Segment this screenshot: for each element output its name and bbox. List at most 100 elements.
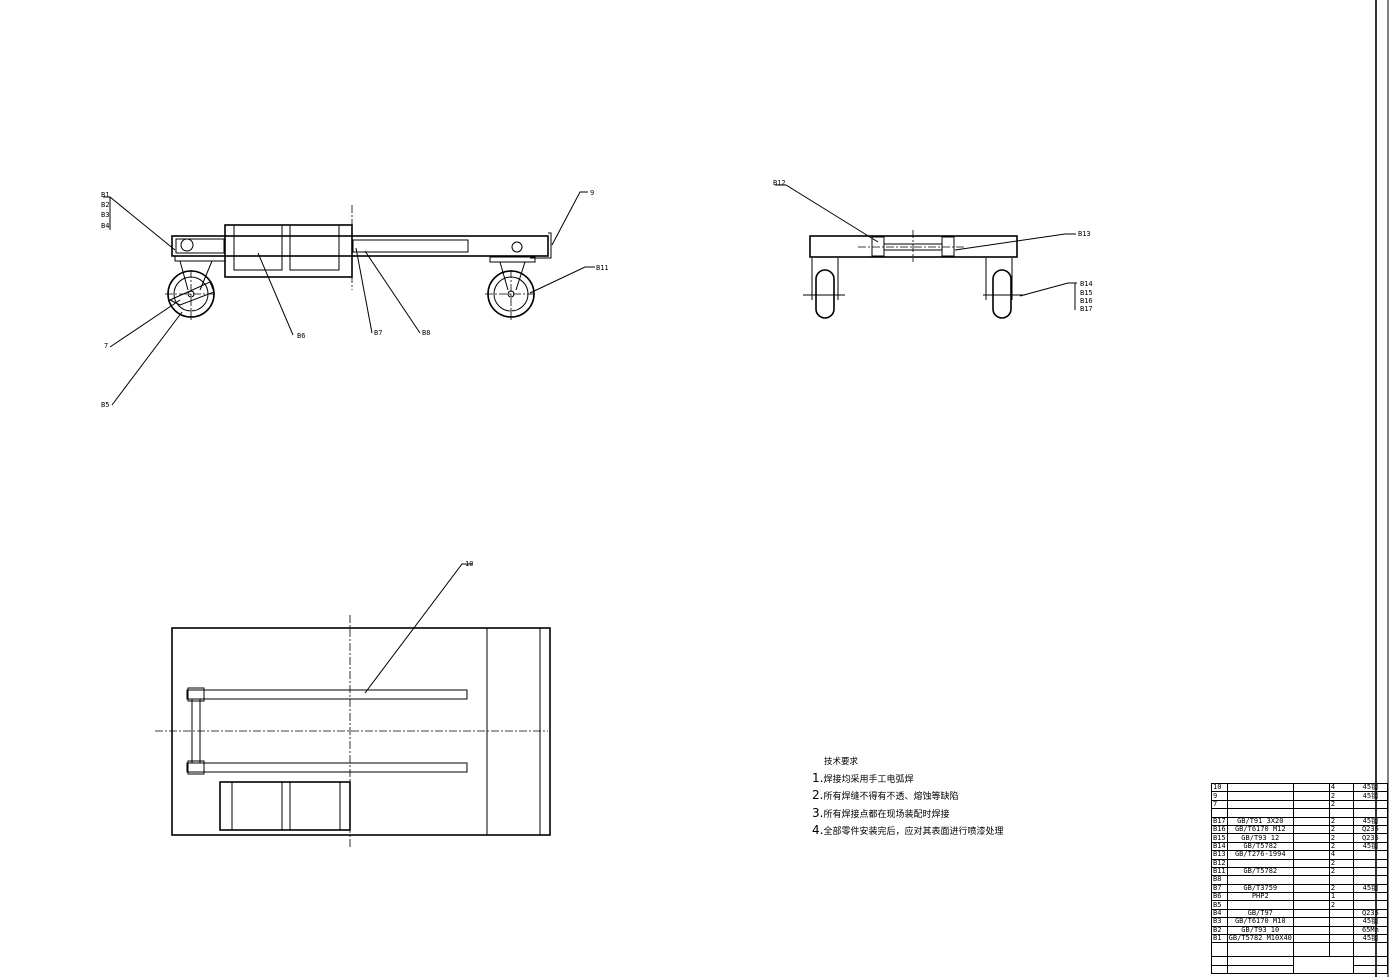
label-b5: B5 <box>101 401 109 409</box>
header-cell <box>1328 942 1354 958</box>
slot <box>352 239 469 253</box>
material: 45钢 <box>1352 791 1388 801</box>
material: 45钢 <box>1352 934 1388 944</box>
label-b15: B15 <box>1080 289 1093 297</box>
quantity: 2 <box>1328 841 1354 852</box>
item-number: B15 <box>1211 833 1228 843</box>
material: 45钢 <box>1352 841 1388 852</box>
part-name <box>1292 883 1330 894</box>
standard-code: GB/T276-1994 <box>1226 850 1294 860</box>
brake-lever <box>168 281 215 306</box>
label-b8: B8 <box>422 329 430 337</box>
part-name <box>1292 900 1330 910</box>
quantity <box>1328 808 1354 818</box>
standard-code: GB/T5782 <box>1226 866 1294 877</box>
standard-code: GB/T97 <box>1226 908 1294 919</box>
side-view: B1 B2 B3 B4 9 B11 7 B5 B6 B7 B8 <box>101 189 609 409</box>
material <box>1352 850 1388 860</box>
tech-req-item: 3.所有焊接点都在现场装配时焊接 <box>812 806 1003 824</box>
quantity: 2 <box>1328 824 1354 835</box>
cylinder-section <box>289 224 340 271</box>
title-cell <box>1211 956 1228 966</box>
wheel-left <box>815 269 835 319</box>
header-cell <box>1226 942 1294 958</box>
material <box>1352 858 1388 868</box>
item-number: B2 <box>1211 925 1228 936</box>
part-name <box>1292 799 1330 810</box>
caster-fork <box>499 261 526 291</box>
material <box>1352 900 1388 910</box>
part-name <box>1292 816 1330 826</box>
label-b2: B2 <box>101 201 109 209</box>
item-number: B5 <box>1211 900 1228 910</box>
item-number: 1. <box>812 770 824 785</box>
item-text: 所有焊缝不得有不透、熔蚀等缺陷 <box>823 792 959 802</box>
label-10: 10 <box>465 560 473 568</box>
header-cell <box>1292 942 1330 958</box>
caster-plate <box>489 256 536 263</box>
material: Q235 <box>1352 824 1388 835</box>
quantity: 4 <box>1328 850 1354 860</box>
label-b6: B6 <box>297 332 305 340</box>
tech-req-item: 1.焊接均采用手工电弧焊 <box>812 771 1003 789</box>
leader-b11 <box>529 266 595 294</box>
header-cell <box>1211 942 1228 958</box>
bearing-right <box>941 236 955 257</box>
item-number: 2. <box>812 788 824 802</box>
label-b17: B17 <box>1080 305 1093 313</box>
tech-req-item: 2.所有焊缝不得有不透、熔蚀等缺陷 <box>812 788 1003 806</box>
item-number: B8 <box>1211 875 1228 885</box>
item-number: B14 <box>1211 841 1228 852</box>
cylinder <box>219 781 351 831</box>
part-name <box>1292 858 1330 868</box>
cylinder-b6 <box>224 224 353 278</box>
bom-row <box>1211 808 1388 818</box>
rod-lower <box>186 762 468 773</box>
quantity <box>1328 908 1354 919</box>
label-b16: B16 <box>1080 297 1093 305</box>
part-name <box>1292 908 1330 919</box>
material: 65Mn <box>1352 925 1388 936</box>
frame-beam <box>171 235 549 257</box>
item-number: B17 <box>1211 816 1228 826</box>
quantity: 2 <box>1328 866 1354 877</box>
bearing <box>187 760 205 775</box>
tech-req-title: 技术要求 <box>824 757 859 767</box>
item-number: B7 <box>1211 883 1228 894</box>
title-cell <box>1352 964 1388 975</box>
part-name <box>1292 925 1330 936</box>
part-name <box>1292 917 1330 927</box>
part-name <box>1292 782 1330 793</box>
material <box>1352 799 1388 810</box>
standard-code <box>1226 808 1294 818</box>
standard-code: GB/T6170 M12 <box>1226 824 1294 835</box>
standard-code: GB/T6170 M10 <box>1226 917 1294 927</box>
standard-code: PHP2 <box>1226 892 1294 902</box>
item-number: B11 <box>1211 866 1228 877</box>
part-name <box>1292 791 1330 801</box>
leader-b8 <box>364 250 421 334</box>
material: 45钢 <box>1352 816 1388 826</box>
material: 45钢 <box>1352 782 1388 793</box>
quantity: 2 <box>1328 816 1354 826</box>
title-cell <box>1226 964 1294 975</box>
standard-code: GB/T3759 <box>1226 883 1294 894</box>
plan-outline <box>171 627 551 836</box>
title-cell <box>1352 956 1388 966</box>
quantity: 1 <box>1328 892 1354 902</box>
standard-code <box>1226 858 1294 868</box>
item-number: 7 <box>1211 799 1228 810</box>
standard-code: GB/T5782 <box>1226 841 1294 852</box>
tech-req-item: 4.全部零件安装完后，应对其表面进行喷漆处理 <box>812 823 1003 841</box>
